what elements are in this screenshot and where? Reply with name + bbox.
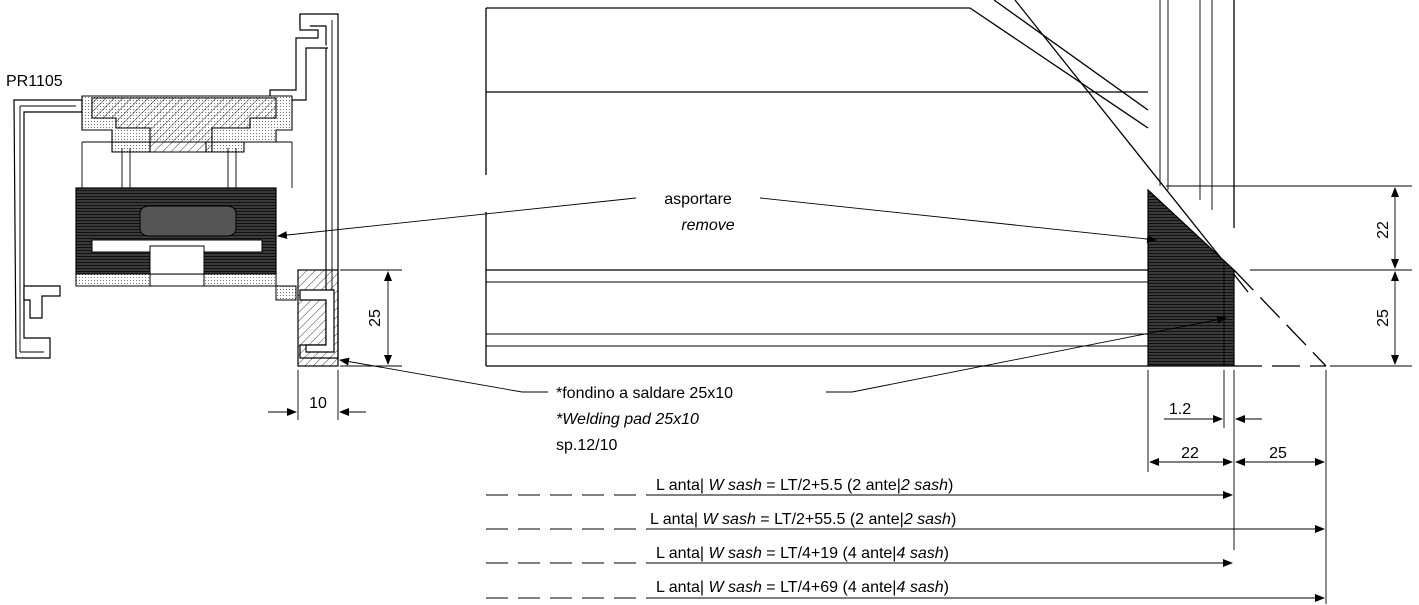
remove-label-en: remove [681, 217, 734, 234]
formula-2: L anta| W sash = LT/2+55.5 (2 ante|2 sas… [650, 511, 956, 528]
dim-pad-width-right-text: 25 [1269, 445, 1287, 462]
profile-section [13, 13, 339, 367]
dim-pad-width-text: 10 [309, 395, 327, 412]
formula-1: L anta| W sash = LT/2+5.5 (2 ante|2 sash… [656, 477, 953, 494]
elevation-view [485, 0, 1412, 367]
remove-label-it: asportare [664, 191, 732, 208]
formula-4: L anta| W sash = LT/4+69 (4 ante|4 sash) [656, 579, 949, 596]
elevation-dim-vertical: 22 25 [1375, 187, 1399, 365]
formula-3: L anta| W sash = LT/4+19 (4 ante|4 sash) [656, 545, 949, 562]
dim-right-upper-text: 22 [1375, 221, 1392, 239]
pad-label-en: *Welding pad 25x10 [556, 411, 699, 428]
dim-right-lower-text: 25 [1375, 309, 1392, 327]
pad-label-it: *fondino a saldare 25x10 [556, 385, 733, 402]
remove-callout: asportare remove [277, 191, 1157, 244]
section-dim-pad-height: 25 [340, 269, 402, 367]
section-dim-pad-width: 10 [268, 370, 366, 420]
sash-formulas: L anta| W sash = LT/2+5.5 (2 ante|2 sash… [486, 477, 1325, 602]
profile-code-label: PR1105 [6, 73, 63, 90]
dim-cut-width-text: 22 [1181, 445, 1199, 462]
elevation-dim-horizontal: 1.2 22 25 [1147, 370, 1327, 604]
welding-pad-callout: *fondino a saldare 25x10 *Welding pad 25… [339, 315, 1227, 454]
dim-pad-height-text: 25 [367, 309, 384, 327]
pad-thickness-label: sp.12/10 [556, 437, 617, 454]
dim-offset-text: 1.2 [1169, 401, 1191, 418]
